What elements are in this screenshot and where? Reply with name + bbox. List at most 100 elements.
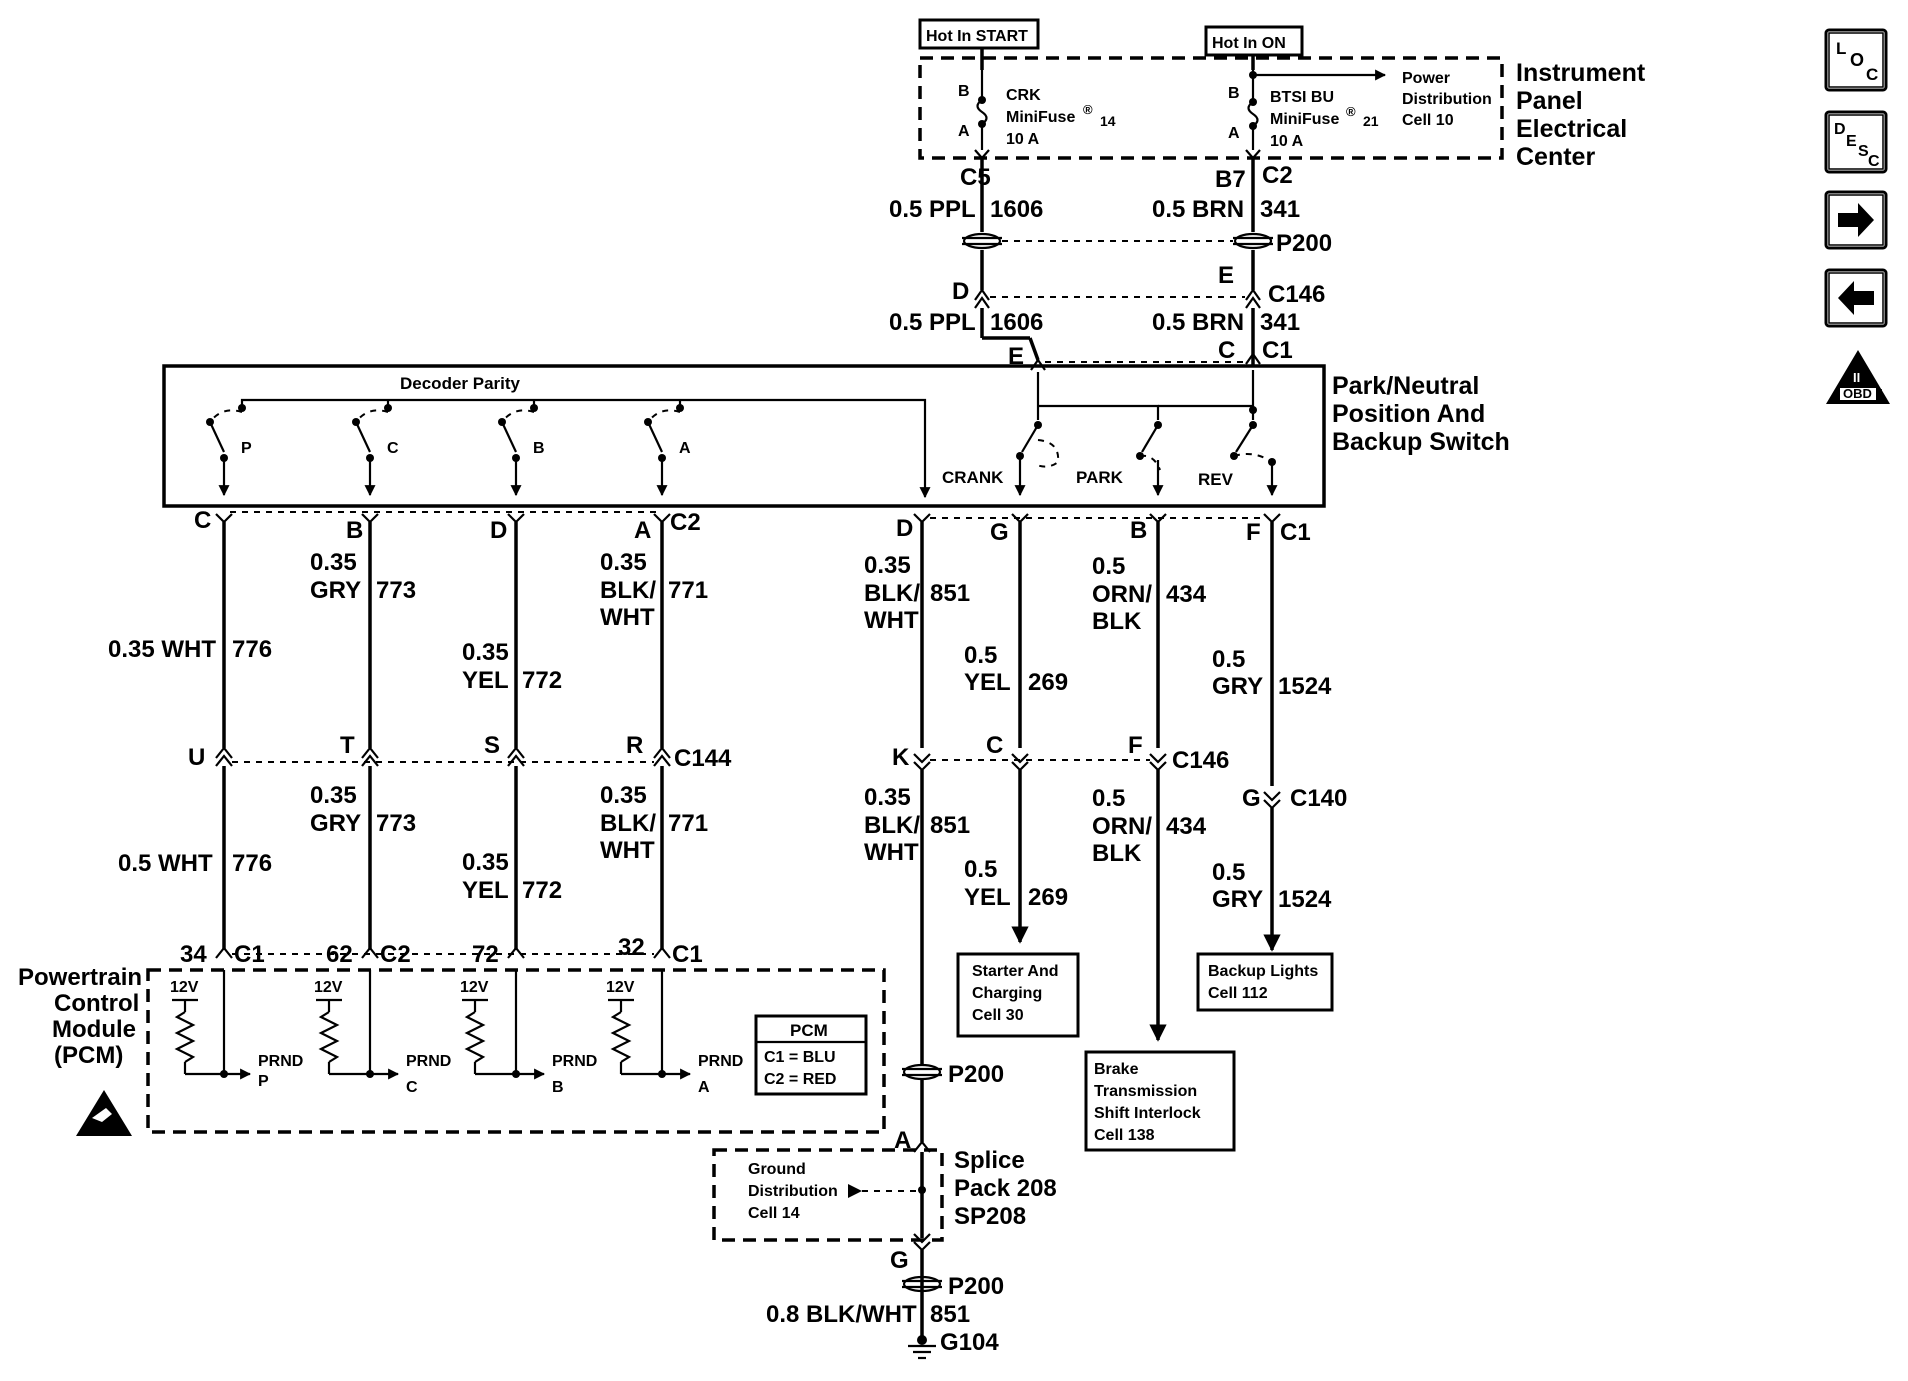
svg-text:G: G [990, 519, 1009, 546]
svg-text:1606: 1606 [990, 309, 1043, 336]
svg-text:C2: C2 [670, 509, 701, 536]
svg-text:B: B [346, 517, 363, 544]
svg-text:O: O [1850, 50, 1864, 70]
svg-text:C: C [1866, 65, 1878, 84]
svg-text:0.5 BRN: 0.5 BRN [1152, 309, 1244, 336]
svg-text:Brake: Brake [1094, 1061, 1139, 1078]
wire-776: C 0.35 WHT 776 U 0.5 WHT 776 34 C1 [108, 507, 272, 968]
pcm-label-3: Module [52, 1016, 136, 1043]
svg-text:C2: C2 [380, 941, 411, 968]
splice-pack-box [712, 1148, 944, 1242]
svg-text:PRND: PRND [406, 1053, 451, 1070]
location-button[interactable]: L O C [1824, 28, 1888, 92]
svg-text:0.5: 0.5 [1092, 785, 1125, 812]
splice-pin-g: G [890, 1247, 909, 1274]
svg-text:ORN/: ORN/ [1092, 581, 1152, 608]
svg-text:0.35: 0.35 [462, 639, 509, 666]
contact-p: P [206, 404, 252, 497]
svg-text:REV: REV [1198, 470, 1234, 489]
svg-text:341: 341 [1260, 309, 1300, 336]
svg-text:BLK: BLK [1092, 608, 1142, 635]
svg-text:CRK: CRK [1006, 87, 1041, 104]
svg-text:PRND: PRND [552, 1053, 597, 1070]
backup-lights-box: Backup Lights Cell 112 [1196, 952, 1334, 1012]
svg-text:434: 434 [1166, 813, 1207, 840]
svg-text:771: 771 [668, 577, 708, 604]
splice-label-3: SP208 [954, 1203, 1026, 1230]
pcm-input-p: 12V PRND P [170, 970, 303, 1090]
svg-text:BLK/: BLK/ [600, 810, 656, 837]
svg-text:0.5 PPL: 0.5 PPL [889, 309, 976, 336]
rev-contact: REV [1158, 370, 1278, 497]
svg-text:C5: C5 [960, 164, 991, 191]
svg-text:®: ® [1346, 104, 1356, 119]
contact-a: A [644, 404, 691, 497]
svg-text:WHT: WHT [864, 607, 919, 634]
svg-text:C2: C2 [1262, 162, 1293, 189]
svg-text:YEL: YEL [462, 877, 509, 904]
ipec-label-4: Center [1516, 143, 1595, 171]
svg-text:0.35: 0.35 [864, 784, 911, 811]
svg-text:772: 772 [522, 667, 562, 694]
description-button[interactable]: D E S C [1824, 110, 1888, 174]
svg-text:A: A [958, 123, 970, 140]
svg-text:0.5: 0.5 [964, 642, 997, 669]
pcm-connector-legend: PCM C1 = BLU C2 = RED [754, 1014, 868, 1096]
svg-text:0.35 WHT: 0.35 WHT [108, 636, 216, 663]
svg-text:1524: 1524 [1278, 886, 1332, 913]
svg-text:0.35: 0.35 [864, 552, 911, 579]
svg-text:P200: P200 [1276, 230, 1332, 257]
svg-text:C2 = RED: C2 = RED [764, 1071, 836, 1088]
svg-text:B: B [958, 83, 970, 100]
previous-page-button[interactable] [1824, 268, 1888, 328]
svg-text:C1: C1 [672, 941, 703, 968]
contact-b: B [498, 404, 545, 497]
obd-ii-button[interactable]: II OBD II [1826, 350, 1890, 404]
svg-text:0.35: 0.35 [462, 849, 509, 876]
switch-label-3: Backup Switch [1332, 428, 1510, 456]
pcm-label-2: Control [54, 990, 139, 1017]
pcm-input-c: 12V PRND C [314, 970, 451, 1096]
svg-text:0.35: 0.35 [600, 549, 647, 576]
ipec-label-2: Panel [1516, 87, 1583, 115]
svg-text:ORN/: ORN/ [1092, 813, 1152, 840]
p200-upper-splice: P200 [962, 230, 1332, 257]
svg-text:®: ® [1083, 102, 1093, 117]
svg-text:C: C [387, 440, 399, 457]
svg-text:0.5 PPL: 0.5 PPL [889, 196, 976, 223]
svg-text:851: 851 [930, 580, 970, 607]
svg-text:MiniFuse: MiniFuse [1006, 109, 1075, 126]
pcm-label-1: Powertrain [18, 964, 142, 991]
svg-text:D: D [490, 517, 507, 544]
decoder-bus [240, 398, 927, 480]
svg-text:B: B [533, 440, 545, 457]
decoder-parity-label: Decoder Parity [400, 374, 521, 393]
svg-text:C140: C140 [1290, 785, 1347, 812]
svg-text:21: 21 [1363, 113, 1379, 129]
svg-text:OBD II: OBD II [1843, 386, 1883, 401]
svg-text:WHT: WHT [600, 604, 655, 631]
svg-text:U: U [188, 744, 205, 771]
crk-minifuse: B A CRK MiniFuse ® 14 10 A [958, 70, 1116, 150]
svg-text:10 A: 10 A [1270, 133, 1304, 150]
splice-label-1: Splice [954, 1147, 1025, 1174]
svg-text:12V: 12V [170, 979, 199, 996]
svg-text:BTSI BU: BTSI BU [1270, 89, 1334, 106]
svg-text:C146: C146 [1268, 281, 1325, 308]
svg-text:PCM: PCM [790, 1021, 828, 1040]
svg-text:YEL: YEL [964, 669, 1011, 696]
svg-text:L: L [1836, 39, 1846, 58]
next-page-button[interactable] [1824, 190, 1888, 250]
ground-dist-1: Ground [748, 1161, 806, 1178]
svg-text:CRANK: CRANK [942, 468, 1004, 487]
svg-text:0.5: 0.5 [1212, 646, 1245, 673]
svg-text:12V: 12V [314, 979, 343, 996]
svg-text:B: B [1228, 85, 1240, 102]
svg-text:Cell 30: Cell 30 [972, 1007, 1024, 1024]
svg-text:BLK/: BLK/ [864, 580, 920, 607]
svg-text:773: 773 [376, 810, 416, 837]
wire-851: D 0.35 BLK/ WHT 851 K 0.35 BLK/ WHT 851 [864, 513, 970, 1142]
svg-text:PRND: PRND [698, 1053, 743, 1070]
ground-dist-3: Cell 14 [748, 1205, 800, 1222]
